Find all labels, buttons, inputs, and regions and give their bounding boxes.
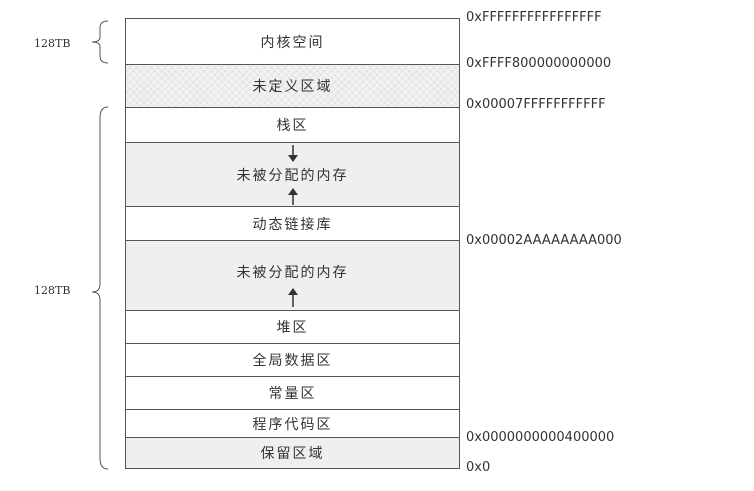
segment-label: 全局数据区: [252, 353, 333, 369]
segment-undefined-region: 未定义区域: [126, 65, 459, 108]
arrow-up-icon: [287, 288, 298, 307]
segment-label: 未被分配的内存: [236, 167, 349, 184]
segment-stack: 栈区: [126, 108, 459, 143]
address-label: 0xFFFFFFFFFFFFFFFF: [466, 10, 602, 25]
address-label: 0x00002AAAAAAAA000: [466, 233, 622, 248]
address-label: 0x00007FFFFFFFFFFF: [466, 97, 606, 112]
memory-layout-stack: 内核空间 未定义区域 栈区 未被分配的内存 动态链接库 未被分配的内存 堆区 全…: [125, 18, 460, 469]
kernel-brace: [91, 20, 109, 64]
segment-global-data: 全局数据区: [126, 344, 459, 377]
segment-kernel-space: 内核空间: [126, 19, 459, 65]
segment-label: 未被分配的内存: [236, 264, 349, 281]
segment-dynamic-libraries: 动态链接库: [126, 207, 459, 241]
segment-label: 动态链接库: [252, 216, 333, 233]
segment-constants: 常量区: [126, 377, 459, 410]
address-label: 0x0000000000400000: [466, 430, 615, 445]
segment-unallocated-1: 未被分配的内存: [126, 143, 459, 207]
arrow-up-icon: [287, 188, 298, 205]
segment-label: 内核空间: [260, 34, 325, 51]
segment-label: 程序代码区: [252, 416, 333, 433]
kernel-size-label: 128TB: [34, 37, 71, 50]
segment-label: 保留区域: [260, 446, 325, 462]
arrow-down-icon: [287, 145, 298, 162]
segment-reserved: 保留区域: [126, 438, 459, 468]
segment-unallocated-2: 未被分配的内存: [126, 241, 459, 311]
user-size-label: 128TB: [34, 284, 71, 297]
segment-label: 栈区: [276, 118, 309, 134]
segment-code: 程序代码区: [126, 410, 459, 438]
address-label: 0x0: [466, 460, 491, 475]
segment-label: 堆区: [276, 320, 309, 336]
segment-heap: 堆区: [126, 311, 459, 344]
user-brace: [91, 106, 109, 470]
segment-label: 未定义区域: [252, 79, 333, 95]
segment-label: 常量区: [268, 386, 317, 402]
address-label: 0xFFFF800000000000: [466, 56, 612, 71]
